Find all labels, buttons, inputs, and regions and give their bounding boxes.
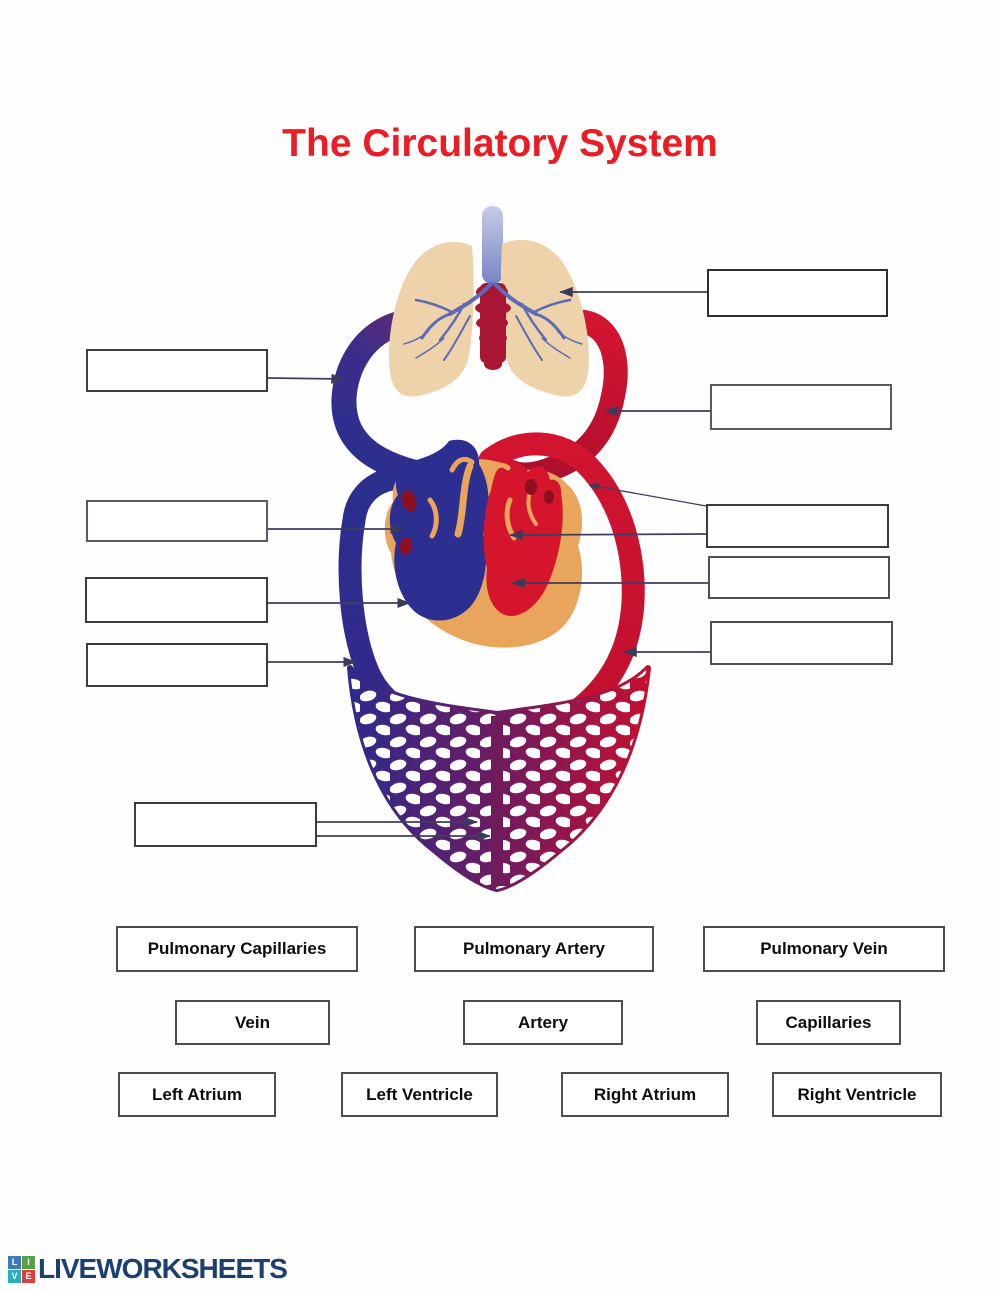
answer-box-right-5[interactable] [710,621,893,665]
word-bank-item-artery[interactable]: Artery [463,1000,623,1045]
word-bank-item-right-atrium[interactable]: Right Atrium [561,1072,729,1117]
word-bank-label: Capillaries [785,1012,872,1032]
answer-box-left-1[interactable] [86,349,268,392]
word-bank-label: Pulmonary Artery [462,939,606,958]
liveworksheets-logo: L I V E LIVEWORKSHEETS [8,1253,288,1285]
word-bank-item-capillaries[interactable]: Capillaries [756,1000,901,1045]
aorta-artery-vessel [478,432,645,734]
heart [384,439,583,648]
liveworksheets-logo-text: LIVEWORKSHEETS [38,1253,288,1284]
answer-box-right-4[interactable] [708,556,890,599]
line-to-aorta-crossing [588,482,707,507]
word-bank-label: Right Ventricle [797,1084,917,1104]
worksheet-title: The Circulatory System [282,122,718,165]
answer-box-capillaries[interactable] [134,802,317,847]
answer-box-left-4[interactable] [86,643,268,687]
word-bank-label: Right Atrium [593,1084,697,1104]
heart-right-side-blue [389,439,489,621]
heart-vessel-openings [399,479,554,555]
line-to-pulmonary-artery [267,373,345,384]
logo-letter-e: E [22,1269,35,1283]
word-bank-label: Pulmonary Capillaries [147,939,327,958]
trachea [482,206,503,284]
answer-box-left-2[interactable] [86,500,268,542]
word-bank-label: Vein [235,1012,270,1032]
logo-letter-v: V [8,1269,21,1283]
answer-box-right-1[interactable] [707,269,888,317]
word-bank-item-vein[interactable]: Vein [175,1000,330,1045]
liveworksheets-logo-icon: L I V E [8,1255,35,1283]
left-lung [388,241,474,397]
answer-box-right-2[interactable] [710,384,892,430]
bronchial-tree [403,282,583,361]
mediastinum [475,283,511,370]
logo-letter-l: L [8,1255,21,1269]
word-bank-label: Artery [517,1012,569,1032]
word-bank-label: Left Atrium [151,1084,243,1104]
capillary-network [347,665,651,892]
heart-left-side-red [483,461,563,617]
logo-letter-i: I [22,1255,35,1269]
word-bank-item-pulmonary-capillaries[interactable]: Pulmonary Capillaries [116,926,358,972]
word-bank-label: Pulmonary Vein [760,939,888,958]
word-bank-item-left-atrium[interactable]: Left Atrium [118,1072,276,1117]
label-connector-lines [267,286,710,842]
word-bank-item-pulmonary-artery[interactable]: Pulmonary Artery [414,926,654,972]
word-bank-label: Left Ventricle [366,1084,473,1104]
word-bank-item-right-ventricle[interactable]: Right Ventricle [772,1072,942,1117]
answer-box-right-3[interactable] [706,504,889,548]
lungs [388,239,589,397]
word-bank-item-pulmonary-vein[interactable]: Pulmonary Vein [703,926,945,972]
answer-box-left-3[interactable] [85,577,268,623]
line-to-left-atrium [509,529,707,541]
word-bank-item-left-ventricle[interactable]: Left Ventricle [341,1072,498,1117]
